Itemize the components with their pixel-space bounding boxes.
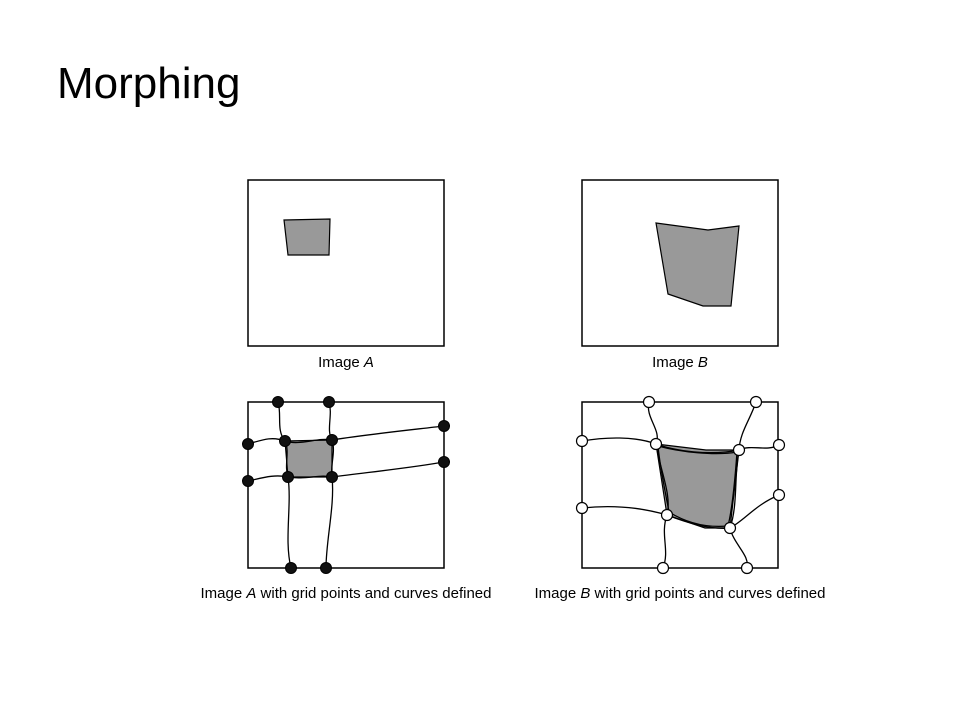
image-a-grid-caption: Image A with grid points and curves defi… [200,585,491,602]
image-b-caption: Image B [652,354,708,371]
grid-point [656,561,670,575]
grid-point [660,508,674,522]
grid-point [772,438,786,452]
grid-point [642,395,656,409]
image-a-frame [247,179,445,347]
grid-point [438,420,450,432]
grid-point [772,488,786,502]
grid-point [282,471,294,483]
image-a-grid-curves [247,401,445,569]
slide-title: Morphing [57,59,241,108]
panel-image-b: Image B [581,179,779,371]
image-a-shape [283,218,331,256]
grid-point [649,437,663,451]
grid-point [326,471,338,483]
image-b-shape [655,222,740,307]
image-a-grid-points [242,396,450,574]
grid-point [749,395,763,409]
image-b-grid-frame [581,401,779,569]
image-b-grid-caption: Image B with grid points and curves defi… [534,585,825,602]
grid-point [438,456,450,468]
image-a-caption: Image A [318,354,374,371]
grid-point [732,443,746,457]
grid-point [575,501,589,515]
grid-point [740,561,754,575]
image-a-grid-frame [247,401,445,569]
grid-point [242,475,254,487]
grid-point [279,435,291,447]
grid-point [272,396,284,408]
grid-point [320,562,332,574]
panel-image-a-grid: Image A with grid points and curves defi… [200,396,492,602]
grid-point [575,434,589,448]
grid-point [242,438,254,450]
grid-point [326,434,338,446]
panel-image-a: Image A [247,179,445,371]
panel-image-b-grid: Image B with grid points and curves defi… [534,395,826,602]
image-b-grid-curves [581,401,780,569]
grid-point [323,396,335,408]
grid-point [723,521,737,535]
image-a-grid-shape [284,439,333,478]
image-b-grid-points [575,395,786,575]
grid-point [285,562,297,574]
